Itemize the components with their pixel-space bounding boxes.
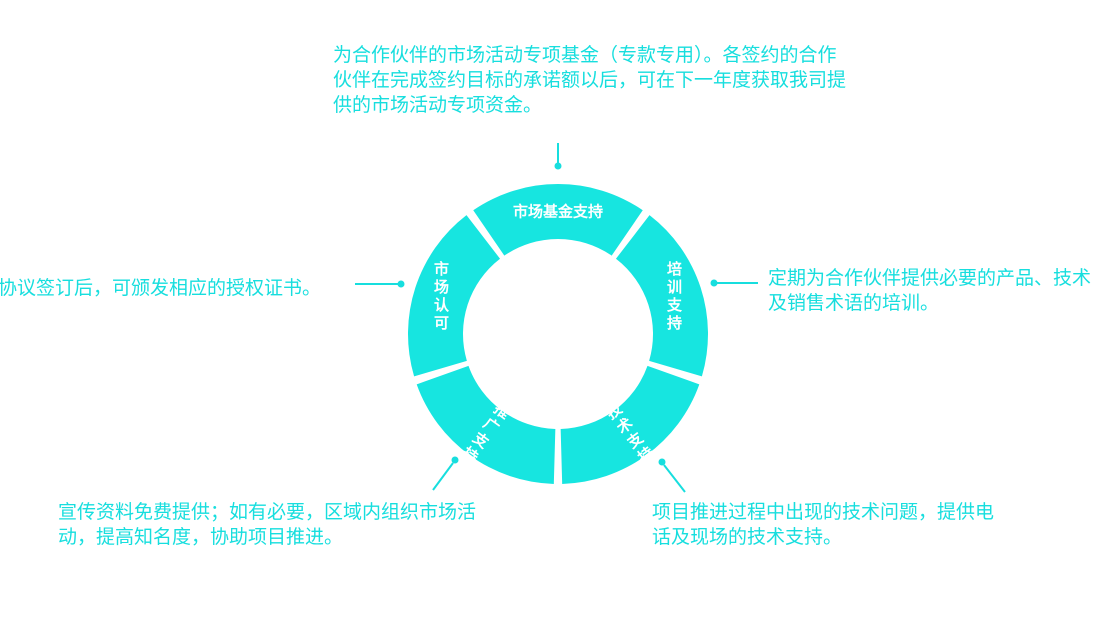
connector-left bbox=[355, 280, 405, 288]
segment-training bbox=[615, 215, 708, 377]
segment-technical bbox=[560, 365, 700, 484]
connector-top bbox=[554, 143, 562, 170]
description-training: 定期为合作伙伴提供必要的产品、技术及销售术语的培训。 bbox=[768, 267, 1092, 314]
segment-market-fund-label: 市场基金支持 bbox=[513, 203, 603, 221]
segment-market-fund bbox=[473, 184, 643, 256]
connector-bottom-right bbox=[658, 458, 686, 493]
segment-market-recognition bbox=[408, 215, 501, 377]
description-technical: 项目推进过程中出现的技术问题，提供电话及现场的技术支持。 bbox=[652, 501, 995, 548]
connector-bottom-left bbox=[432, 456, 459, 491]
segment-market-recognition-label: 市场认可 bbox=[434, 260, 450, 332]
segment-promotion bbox=[416, 365, 556, 484]
connectors bbox=[355, 143, 758, 493]
connector-right bbox=[710, 279, 758, 287]
description-market-recognition: 协议签订后，可颁发相应的授权证书。 bbox=[0, 277, 322, 299]
description-market-fund: 为合作伙伴的市场活动专项基金（专款专用）。各签约的合作伙伴在完成签约目标的承诺额… bbox=[333, 44, 847, 116]
description-promotion: 宣传资料免费提供；如有必要，区域内组织市场活动，提高知名度，协助项目推进。 bbox=[58, 501, 477, 548]
segment-training-label: 培训支持 bbox=[666, 260, 683, 332]
